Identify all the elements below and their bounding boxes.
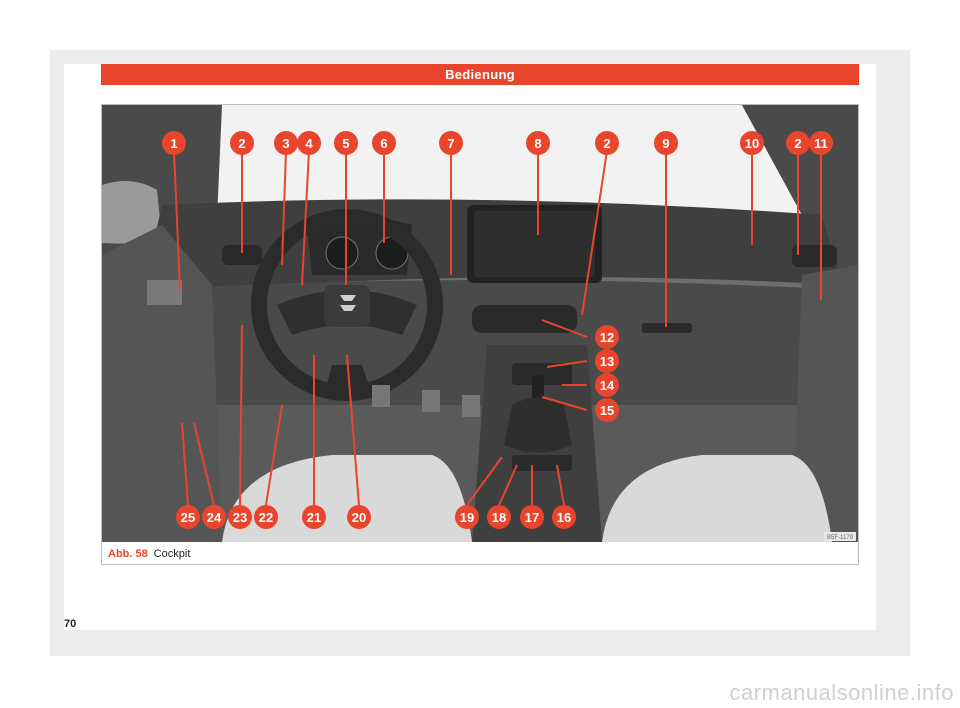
figure-caption: Abb. 58 Cockpit <box>108 548 190 560</box>
callout-3: 3 <box>274 131 298 155</box>
callout-18: 18 <box>487 505 511 529</box>
caption-text: Cockpit <box>153 548 191 560</box>
callout-1: 1 <box>162 131 186 155</box>
svg-text:8: 8 <box>534 136 541 151</box>
svg-text:4: 4 <box>305 136 313 151</box>
page-number: 70 <box>64 618 77 630</box>
svg-text:17: 17 <box>525 510 539 525</box>
callout-14: 14 <box>595 373 619 397</box>
svg-text:2: 2 <box>603 136 610 151</box>
callout-13: 13 <box>595 349 619 373</box>
callout-21: 21 <box>302 505 326 529</box>
callout-2c: 2 <box>786 131 810 155</box>
svg-text:2: 2 <box>794 136 801 151</box>
cockpit-illustration: 1 2 3 4 5 6 7 8 2 9 10 2 11 12 13 14 15 … <box>102 105 858 542</box>
svg-text:14: 14 <box>600 378 615 393</box>
svg-text:21: 21 <box>307 510 321 525</box>
callout-20: 20 <box>347 505 371 529</box>
callout-2: 2 <box>230 131 254 155</box>
callout-10: 10 <box>740 131 764 155</box>
svg-text:18: 18 <box>492 510 506 525</box>
callout-9: 9 <box>654 131 678 155</box>
callout-5: 5 <box>334 131 358 155</box>
callout-22: 22 <box>254 505 278 529</box>
callout-4: 4 <box>297 131 321 155</box>
cockpit-svg: 1 2 3 4 5 6 7 8 2 9 10 2 11 12 13 14 15 … <box>102 105 858 542</box>
svg-text:25: 25 <box>181 510 195 525</box>
callout-19: 19 <box>455 505 479 529</box>
callout-12: 12 <box>595 325 619 349</box>
svg-text:2: 2 <box>238 136 245 151</box>
callout-23: 23 <box>228 505 252 529</box>
svg-text:24: 24 <box>207 510 222 525</box>
image-code: B5F-1179 <box>827 535 854 541</box>
callout-7: 7 <box>439 131 463 155</box>
svg-text:5: 5 <box>342 136 349 151</box>
svg-text:12: 12 <box>600 330 614 345</box>
figure-box: 1 2 3 4 5 6 7 8 2 9 10 2 11 12 13 14 15 … <box>101 104 859 565</box>
section-header: Bedienung <box>101 64 859 85</box>
svg-text:22: 22 <box>259 510 273 525</box>
callout-25: 25 <box>176 505 200 529</box>
callout-6: 6 <box>372 131 396 155</box>
svg-text:20: 20 <box>352 510 366 525</box>
svg-text:23: 23 <box>233 510 247 525</box>
svg-text:15: 15 <box>600 403 614 418</box>
svg-text:1: 1 <box>170 136 177 151</box>
svg-text:3: 3 <box>282 136 289 151</box>
callout-2b: 2 <box>595 131 619 155</box>
svg-text:16: 16 <box>557 510 571 525</box>
svg-text:11: 11 <box>814 136 828 151</box>
svg-text:13: 13 <box>600 354 614 369</box>
svg-text:19: 19 <box>460 510 474 525</box>
callout-8: 8 <box>526 131 550 155</box>
callout-24: 24 <box>202 505 226 529</box>
callout-17: 17 <box>520 505 544 529</box>
svg-text:10: 10 <box>745 136 759 151</box>
svg-text:7: 7 <box>447 136 454 151</box>
svg-text:9: 9 <box>662 136 669 151</box>
caption-label: Abb. 58 <box>108 548 148 560</box>
svg-text:6: 6 <box>380 136 387 151</box>
callout-16: 16 <box>552 505 576 529</box>
callout-15: 15 <box>595 398 619 422</box>
callout-11: 11 <box>809 131 833 155</box>
watermark: carmanualsonline.info <box>729 680 954 705</box>
